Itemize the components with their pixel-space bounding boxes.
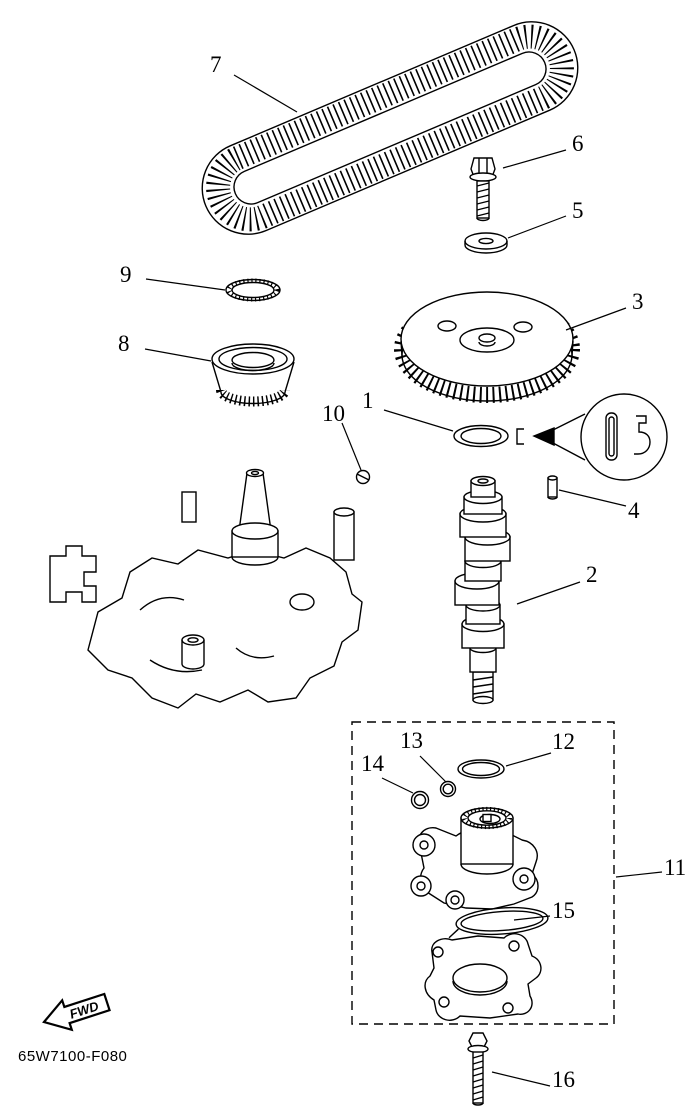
callout-label-16: 16	[552, 1067, 575, 1092]
callout-label-6: 6	[572, 131, 584, 156]
callout-label-9: 9	[120, 262, 132, 287]
o-ring-12	[457, 759, 505, 779]
oil-pump-body	[410, 806, 539, 910]
camshaft-2	[454, 475, 511, 705]
pin-4	[547, 475, 558, 500]
bolt-16	[467, 1032, 489, 1106]
crankcase-block	[49, 468, 363, 709]
fwd-arrow: FWD	[42, 992, 111, 1032]
timing-belt	[201, 21, 579, 235]
callout-label-8: 8	[118, 331, 130, 356]
oil-pump-box-11	[351, 721, 615, 1025]
callout-label-1: 1	[362, 388, 374, 413]
bolt-6	[469, 157, 497, 222]
callout-label-3: 3	[632, 289, 644, 314]
gasket-15	[448, 906, 549, 939]
callout-label-12: 12	[552, 729, 575, 754]
seal-housing-8	[211, 343, 295, 407]
callout-label-15: 15	[552, 898, 575, 923]
callout-label-2: 2	[586, 562, 598, 587]
callout-label-5: 5	[572, 198, 584, 223]
callout-label-14: 14	[361, 751, 384, 776]
callout-label-4: 4	[628, 498, 640, 523]
callout-label-10: 10	[322, 401, 345, 426]
callout-label-7: 7	[210, 52, 222, 77]
washer-5	[464, 232, 508, 254]
callout-label-13: 13	[400, 728, 423, 753]
driven-sprocket-3	[394, 291, 580, 403]
pump-cover-plate	[424, 933, 542, 1021]
callout-label-11: 11	[664, 855, 687, 880]
dowel-10	[355, 469, 371, 485]
diagram-code: 65W7100-F080	[18, 1048, 128, 1065]
o-ring-13	[439, 780, 457, 798]
seal-detail-callout	[532, 393, 668, 481]
seal-1	[453, 424, 524, 448]
leader-lines	[144, 74, 663, 1087]
o-ring-9	[225, 278, 281, 302]
o-ring-14	[410, 790, 430, 810]
